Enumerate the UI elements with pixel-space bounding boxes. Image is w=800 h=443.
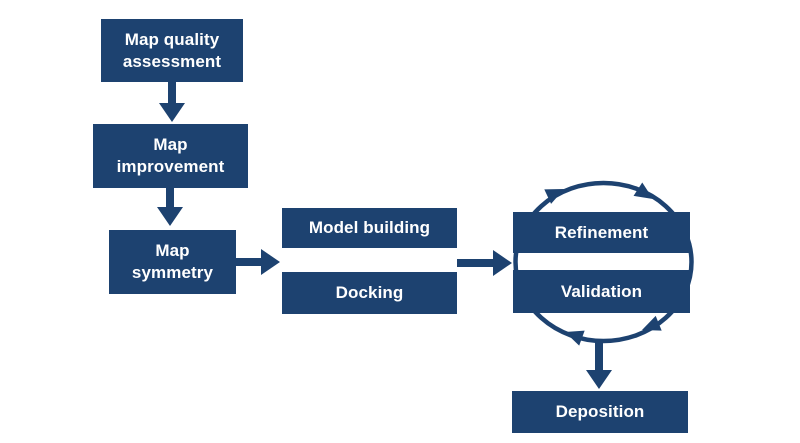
node-map-improvement-label: Map improvement — [116, 135, 225, 176]
cycle-arrowhead-bottom-right-icon — [642, 315, 662, 331]
node-deposition-label: Deposition — [555, 402, 645, 422]
node-map-symmetry: Map symmetry — [109, 230, 236, 294]
node-refinement: Refinement — [513, 212, 690, 253]
node-docking-label: Docking — [335, 283, 404, 303]
arrow-model-building-group-to-cycle — [457, 250, 512, 276]
arrow-cycle-to-deposition — [586, 339, 612, 389]
cycle-arrowhead-top-left-icon — [544, 189, 564, 204]
node-docking: Docking — [282, 272, 457, 314]
cycle-arrowhead-bottom-left-icon — [565, 330, 585, 346]
node-map-quality-assessment: Map quality assessment — [101, 19, 243, 82]
cycle-arrowhead-top-right-icon — [633, 182, 653, 199]
arrow-map-quality-to-map-improvement — [159, 81, 185, 122]
arrow-map-improvement-to-map-symmetry — [157, 188, 183, 226]
node-map-symmetry-label: Map symmetry — [131, 241, 214, 282]
node-map-improvement: Map improvement — [93, 124, 248, 188]
node-validation: Validation — [513, 270, 690, 313]
refinement-validation-cycle-ellipse — [513, 180, 694, 344]
node-model-building: Model building — [282, 208, 457, 248]
node-refinement-label: Refinement — [554, 222, 649, 242]
node-validation-label: Validation — [560, 281, 643, 301]
arrow-map-symmetry-to-model-building-group — [236, 249, 280, 275]
node-model-building-label: Model building — [308, 218, 431, 238]
node-map-quality-assessment-label: Map quality assessment — [122, 29, 222, 71]
node-deposition: Deposition — [512, 391, 688, 433]
